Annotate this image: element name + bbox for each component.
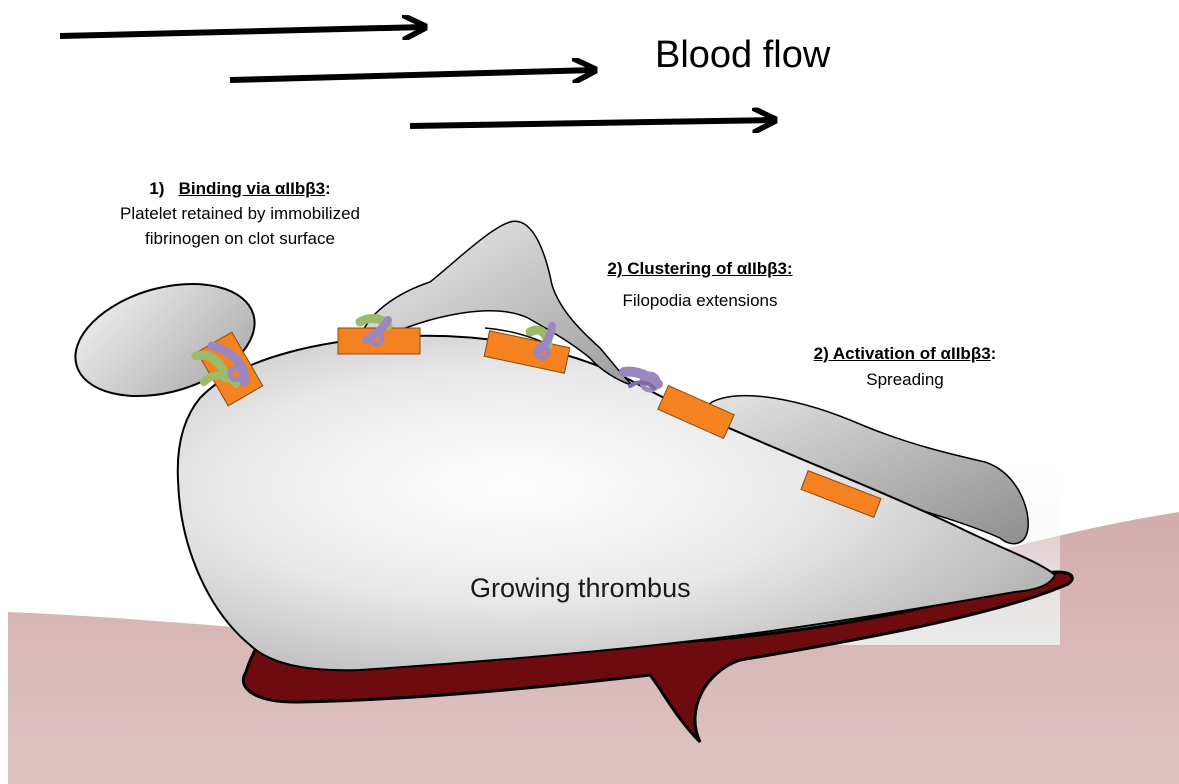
step1-line1: Platelet retained by immobilized	[60, 201, 420, 226]
step3-heading-text: 2) Activation of αIIbβ3	[814, 344, 991, 363]
thrombus-label: Growing thrombus	[470, 573, 691, 604]
flow-arrow-icon	[60, 27, 425, 36]
step2-heading-text: 2) Clustering of αIIbβ3:	[607, 259, 792, 278]
step1-heading: 1) Binding via αIIbβ3:	[60, 176, 420, 201]
step3-text: Spreading	[760, 367, 1050, 393]
flow-arrow-icon	[410, 120, 775, 126]
step3-heading: 2) Activation of αIIbβ3:	[760, 341, 1050, 367]
step3-annotation: 2) Activation of αIIbβ3: Spreading	[760, 341, 1050, 393]
step3-colon: :	[991, 344, 997, 363]
step1-colon: :	[325, 179, 331, 198]
step2-text: Filopodia extensions	[560, 285, 840, 317]
step2-heading: 2) Clustering of αIIbβ3:	[560, 253, 840, 285]
flow-arrow-icon	[230, 70, 595, 80]
step1-heading-text: Binding via αIIbβ3	[179, 179, 325, 198]
step1-number: 1)	[149, 179, 164, 198]
step1-line2: fibrinogen on clot surface	[60, 226, 420, 251]
blood-flow-label: Blood flow	[655, 34, 830, 77]
step1-annotation: 1) Binding via αIIbβ3: Platelet retained…	[60, 176, 420, 251]
step2-annotation: 2) Clustering of αIIbβ3: Filopodia exten…	[560, 253, 840, 317]
